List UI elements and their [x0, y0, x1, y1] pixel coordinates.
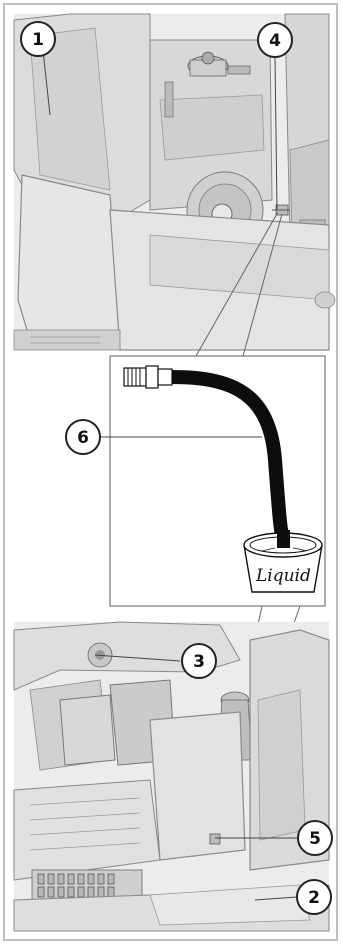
svg-text:3: 3: [193, 652, 205, 672]
callout-1: 1: [21, 22, 55, 56]
callout-5: 5: [298, 821, 332, 855]
callout-2: 2: [297, 880, 331, 914]
svg-text:1: 1: [32, 30, 44, 50]
liquid-label: Liquid: [255, 566, 311, 586]
top-machine-view: [14, 14, 335, 350]
liquid-container: Liquid: [244, 530, 322, 592]
svg-text:4: 4: [269, 31, 281, 51]
hose-fitting: [124, 366, 172, 388]
callout-6: 6: [66, 420, 100, 454]
callout-3: 3: [182, 644, 216, 678]
svg-text:2: 2: [308, 888, 320, 908]
svg-text:5: 5: [309, 829, 321, 849]
svg-text:6: 6: [77, 428, 89, 448]
callout-4: 4: [258, 23, 292, 57]
bottom-machine-view: [14, 622, 329, 931]
